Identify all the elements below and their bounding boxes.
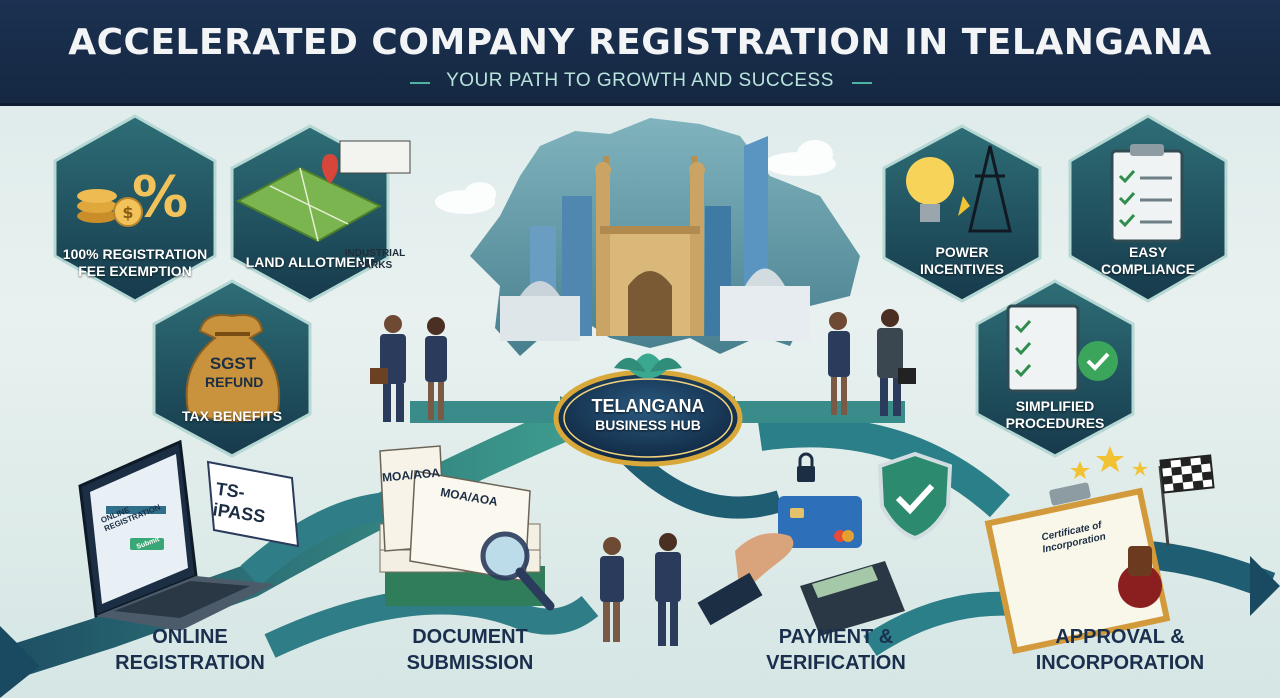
arrow-head-icon xyxy=(0,626,40,698)
benefit-label-line: EASY xyxy=(1128,244,1168,260)
laptop-icon xyxy=(78,439,275,631)
subtitle-divider-right xyxy=(852,82,872,84)
cloud-icon xyxy=(435,140,836,214)
benefit-simplified-procedures-label: SIMPLIFIED PROCEDURES xyxy=(983,398,1127,432)
svg-text:$: $ xyxy=(122,203,133,222)
sleeve-icon xyxy=(697,572,763,626)
step-approval-incorporation: APPROVAL & INCORPORATION xyxy=(1020,624,1220,676)
benefit-label-line: PROCEDURES xyxy=(1005,415,1105,431)
hub-title: TELANGANA xyxy=(591,396,705,416)
benefit-label-line: TAX BENEFITS xyxy=(181,408,283,424)
bag-text-line: REFUND xyxy=(205,374,264,390)
subtitle-divider-left xyxy=(410,82,430,84)
process-arrow xyxy=(622,448,784,519)
money-bag-icon xyxy=(185,314,281,422)
benefit-label-line: 100% REGISTRATION xyxy=(62,246,208,262)
certificate-icon xyxy=(984,482,1171,655)
benefit-label-line: POWER xyxy=(935,244,989,260)
infographic-illustration: $ % xyxy=(0,114,1280,698)
shield-check-icon xyxy=(877,451,953,541)
business-people-illustration xyxy=(370,309,916,646)
padlock-icon xyxy=(797,452,815,482)
step-label-line: SUBMISSION xyxy=(406,652,534,674)
checklist-icon xyxy=(1006,304,1118,393)
hub-subtitle: BUSINESS HUB xyxy=(595,417,701,433)
page-subtitle: YOUR PATH TO GROWTH AND SUCCESS xyxy=(446,70,834,91)
step-online-registration: ONLINE REGISTRATION xyxy=(100,624,280,676)
benefit-label-line: INCENTIVES xyxy=(919,261,1004,277)
coins-percent-icon: $ % xyxy=(77,165,188,230)
bag-text-line: SGST xyxy=(209,354,257,373)
benefit-tax-benefits-label: TAX BENEFITS xyxy=(160,408,304,425)
checkered-flag-icon xyxy=(1158,454,1215,547)
skyline-buildings-icon xyxy=(500,136,810,341)
step-label-line: ONLINE xyxy=(152,626,228,648)
step-label-line: PAYMENT & xyxy=(778,626,894,648)
ts-ipass-badge xyxy=(206,460,300,548)
benefit-easy-compliance-label: EASY COMPLIANCE xyxy=(1076,244,1220,278)
clipboard-checklist-icon xyxy=(1110,144,1184,243)
charminar-monument-icon xyxy=(595,156,705,336)
benefit-label-line: LAND ALLOTMENT xyxy=(245,254,375,270)
page-title: ACCELERATED COMPANY REGISTRATION IN TELA… xyxy=(68,22,1212,63)
step-document-submission: DOCUMENT SUBMISSION xyxy=(380,624,560,676)
benefit-label-line: FEE EXEMPTION xyxy=(78,263,192,279)
benefit-land-allotment-label: LAND ALLOTMENT xyxy=(236,254,384,271)
map-pin-icon xyxy=(235,140,411,243)
step-label-line: DOCUMENT xyxy=(412,626,528,648)
step-label-line: REGISTRATION xyxy=(115,652,265,674)
calculator-icon xyxy=(800,561,905,636)
stars-icon xyxy=(1070,446,1148,479)
step-payment-verification: PAYMENT & VERIFICATION xyxy=(746,624,926,676)
benefit-label-line: COMPLIANCE xyxy=(1100,261,1196,277)
header-banner: ACCELERATED COMPANY REGISTRATION IN TELA… xyxy=(0,0,1280,106)
sgst-refund-text: SGST REFUND xyxy=(205,354,264,392)
svg-text:%: % xyxy=(132,165,188,230)
business-hub-emblem xyxy=(553,353,743,467)
benefit-label-line: SIMPLIFIED xyxy=(1015,398,1095,414)
industrial-parks-callout: INDUSTRIAL PARKS xyxy=(344,248,406,271)
documents-stack-icon xyxy=(379,445,555,611)
infographic-scene: $ % xyxy=(0,106,1280,698)
step-label-line: VERIFICATION xyxy=(766,652,906,674)
step-label-line: INCORPORATION xyxy=(1035,652,1205,674)
lightbulb-icon xyxy=(906,145,1012,233)
arrow-head-icon xyxy=(1250,556,1280,616)
benefit-fee-exemption-label: 100% REGISTRATION FEE EXEMPTION xyxy=(58,246,212,280)
credit-card-icon xyxy=(778,496,862,548)
step-label-line: APPROVAL & xyxy=(1055,626,1185,648)
process-arrow xyxy=(757,417,1011,518)
benefit-power-incentives-label: POWER INCENTIVES xyxy=(890,244,1034,278)
